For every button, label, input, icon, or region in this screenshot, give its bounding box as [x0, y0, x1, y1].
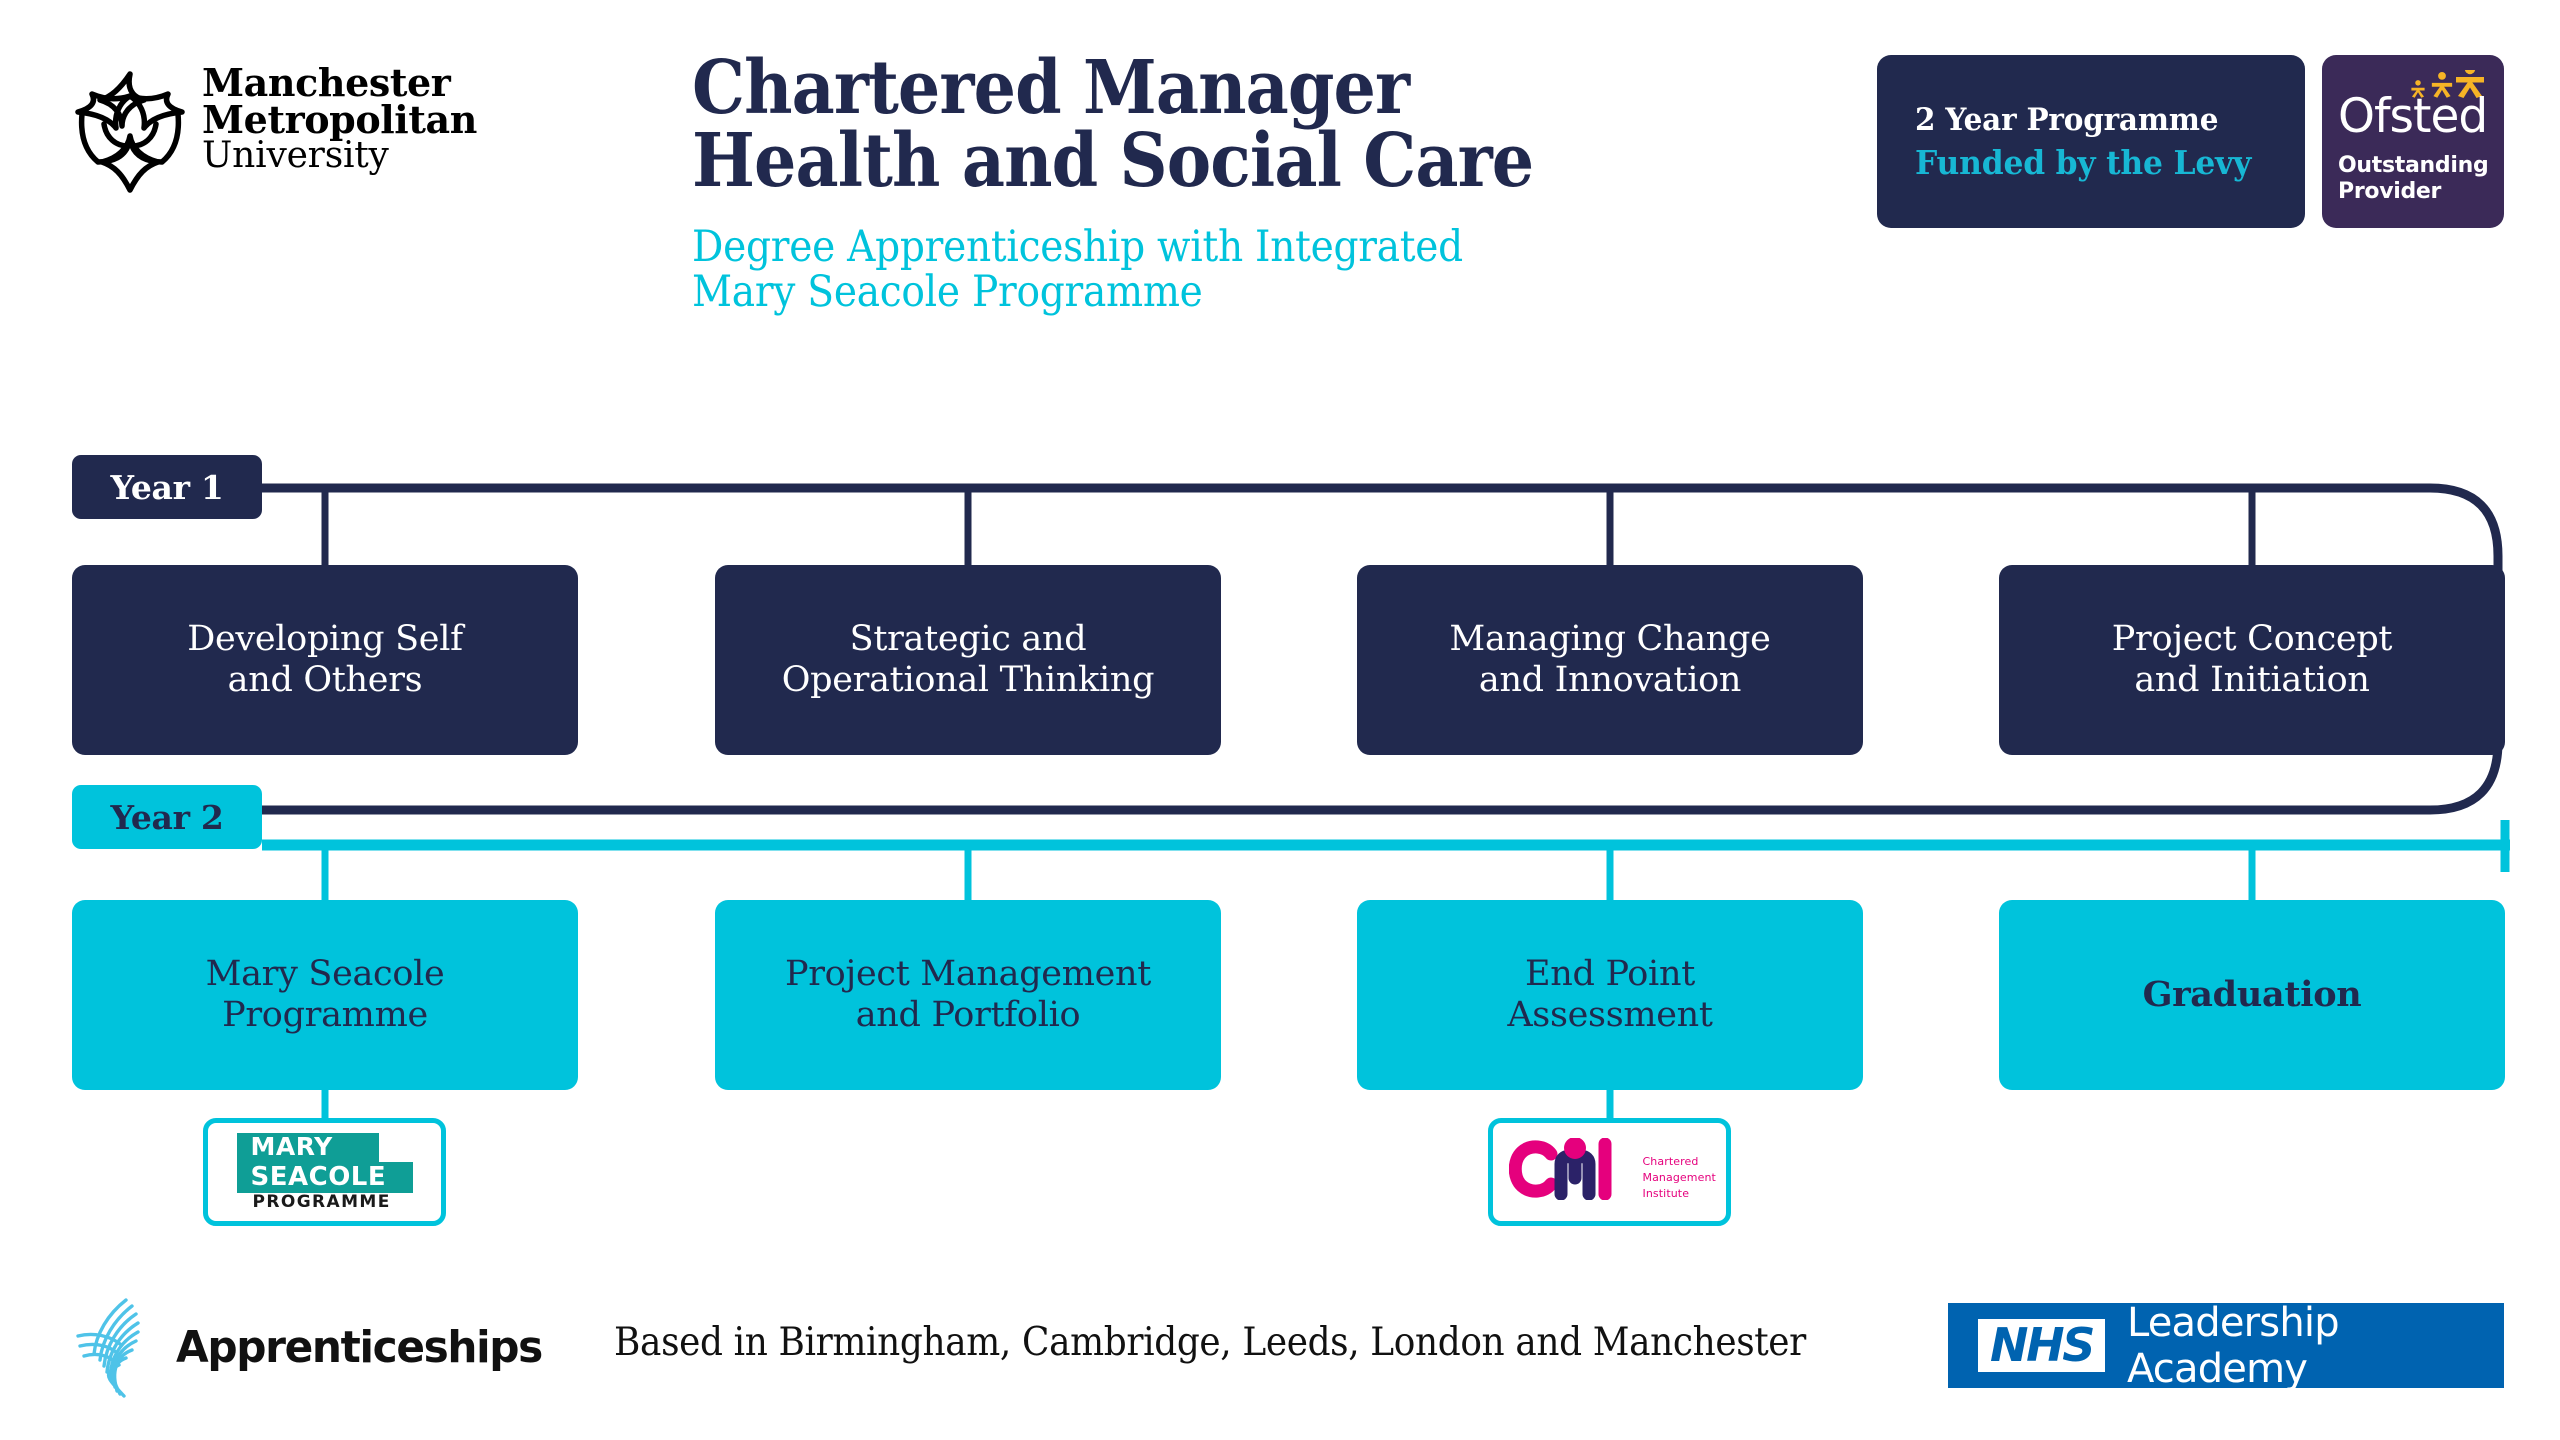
page-subtitle: Degree Apprenticeship with Integrated Ma…: [692, 221, 1463, 318]
apprenticeships-logo: Apprenticeships: [68, 1292, 543, 1412]
cmi-logo-card: Chartered Management Institute: [1488, 1118, 1731, 1226]
levy-badge-line2: Funded by the Levy: [1915, 142, 2252, 182]
ofsted-three-stars-icon: [2411, 70, 2484, 98]
seacole-line3: PROGRAMME: [252, 1192, 391, 1212]
year-1-label: Year 1: [72, 455, 262, 519]
module-project-management-and-portfolio[interactable]: Project Management and Portfolio: [715, 900, 1221, 1090]
title-block: Chartered Manager Health and Social Care…: [692, 45, 1812, 318]
module-project-concept-and-initiation[interactable]: Project Concept and Initiation: [1999, 565, 2505, 755]
levy-badge-line1: 2 Year Programme: [1915, 101, 2219, 138]
cmi-strapline: Chartered Management Institute: [1642, 1155, 1716, 1200]
page-title: Chartered Manager Health and Social Care: [692, 45, 1534, 205]
mmu-name-line1: Manchester: [202, 60, 451, 105]
ofsted-rating-text: Outstanding Provider: [2338, 153, 2489, 205]
seacole-line2: SEACOLE: [250, 1162, 387, 1192]
mmu-wordmark: Manchester Metropolitan University: [202, 60, 477, 177]
levy-funding-badge: 2 Year Programme Funded by the Levy: [1877, 55, 2305, 228]
locations-text: Based in Birmingham, Cambridge, Leeds, L…: [614, 1320, 1806, 1365]
cmi-logo: Chartered Management Institute: [1505, 1132, 1716, 1212]
mmu-name-line2: Metropolitan: [202, 97, 477, 143]
seacole-block-1: [236, 1133, 379, 1162]
nhs-leadership-academy-logo: NHS Leadership Academy: [1948, 1300, 2504, 1392]
seacole-block-2: [236, 1162, 413, 1193]
mmu-logo: Manchester Metropolitan University: [70, 62, 490, 202]
mary-seacole-logo-card: MARY SEACOLE PROGRAMME: [203, 1118, 446, 1226]
ofsted-wordmark: Ofsted: [2338, 89, 2488, 144]
mary-seacole-programme-logo: MARY SEACOLE PROGRAMME: [225, 1132, 425, 1212]
mmu-name-line3: University: [202, 135, 389, 177]
apprenticeships-swirl-icon: [76, 1298, 140, 1398]
year-2-label: Year 2: [72, 785, 262, 849]
module-graduation[interactable]: Graduation: [1999, 900, 2505, 1090]
nhs-label: Leadership Academy: [2126, 1299, 2340, 1392]
nhs-mark: NHS: [1990, 1318, 2095, 1372]
apprenticeships-wordmark: Apprenticeships: [176, 1322, 543, 1373]
module-developing-self-and-others[interactable]: Developing Self and Others: [72, 565, 578, 755]
nhs-mark-box: NHS: [1978, 1319, 2105, 1372]
seacole-line1: MARY: [250, 1132, 333, 1161]
module-managing-change-and-innovation[interactable]: Managing Change and Innovation: [1357, 565, 1863, 755]
module-mary-seacole-programme[interactable]: Mary Seacole Programme: [72, 900, 578, 1090]
mmu-trefoil-icon: [75, 71, 185, 193]
cmi-letters-icon: [1508, 1138, 1611, 1200]
ofsted-outstanding-badge: Ofsted Outstanding Provider: [2322, 55, 2504, 228]
module-strategic-and-operational-thinking[interactable]: Strategic and Operational Thinking: [715, 565, 1221, 755]
module-end-point-assessment[interactable]: End Point Assessment: [1357, 900, 1863, 1090]
